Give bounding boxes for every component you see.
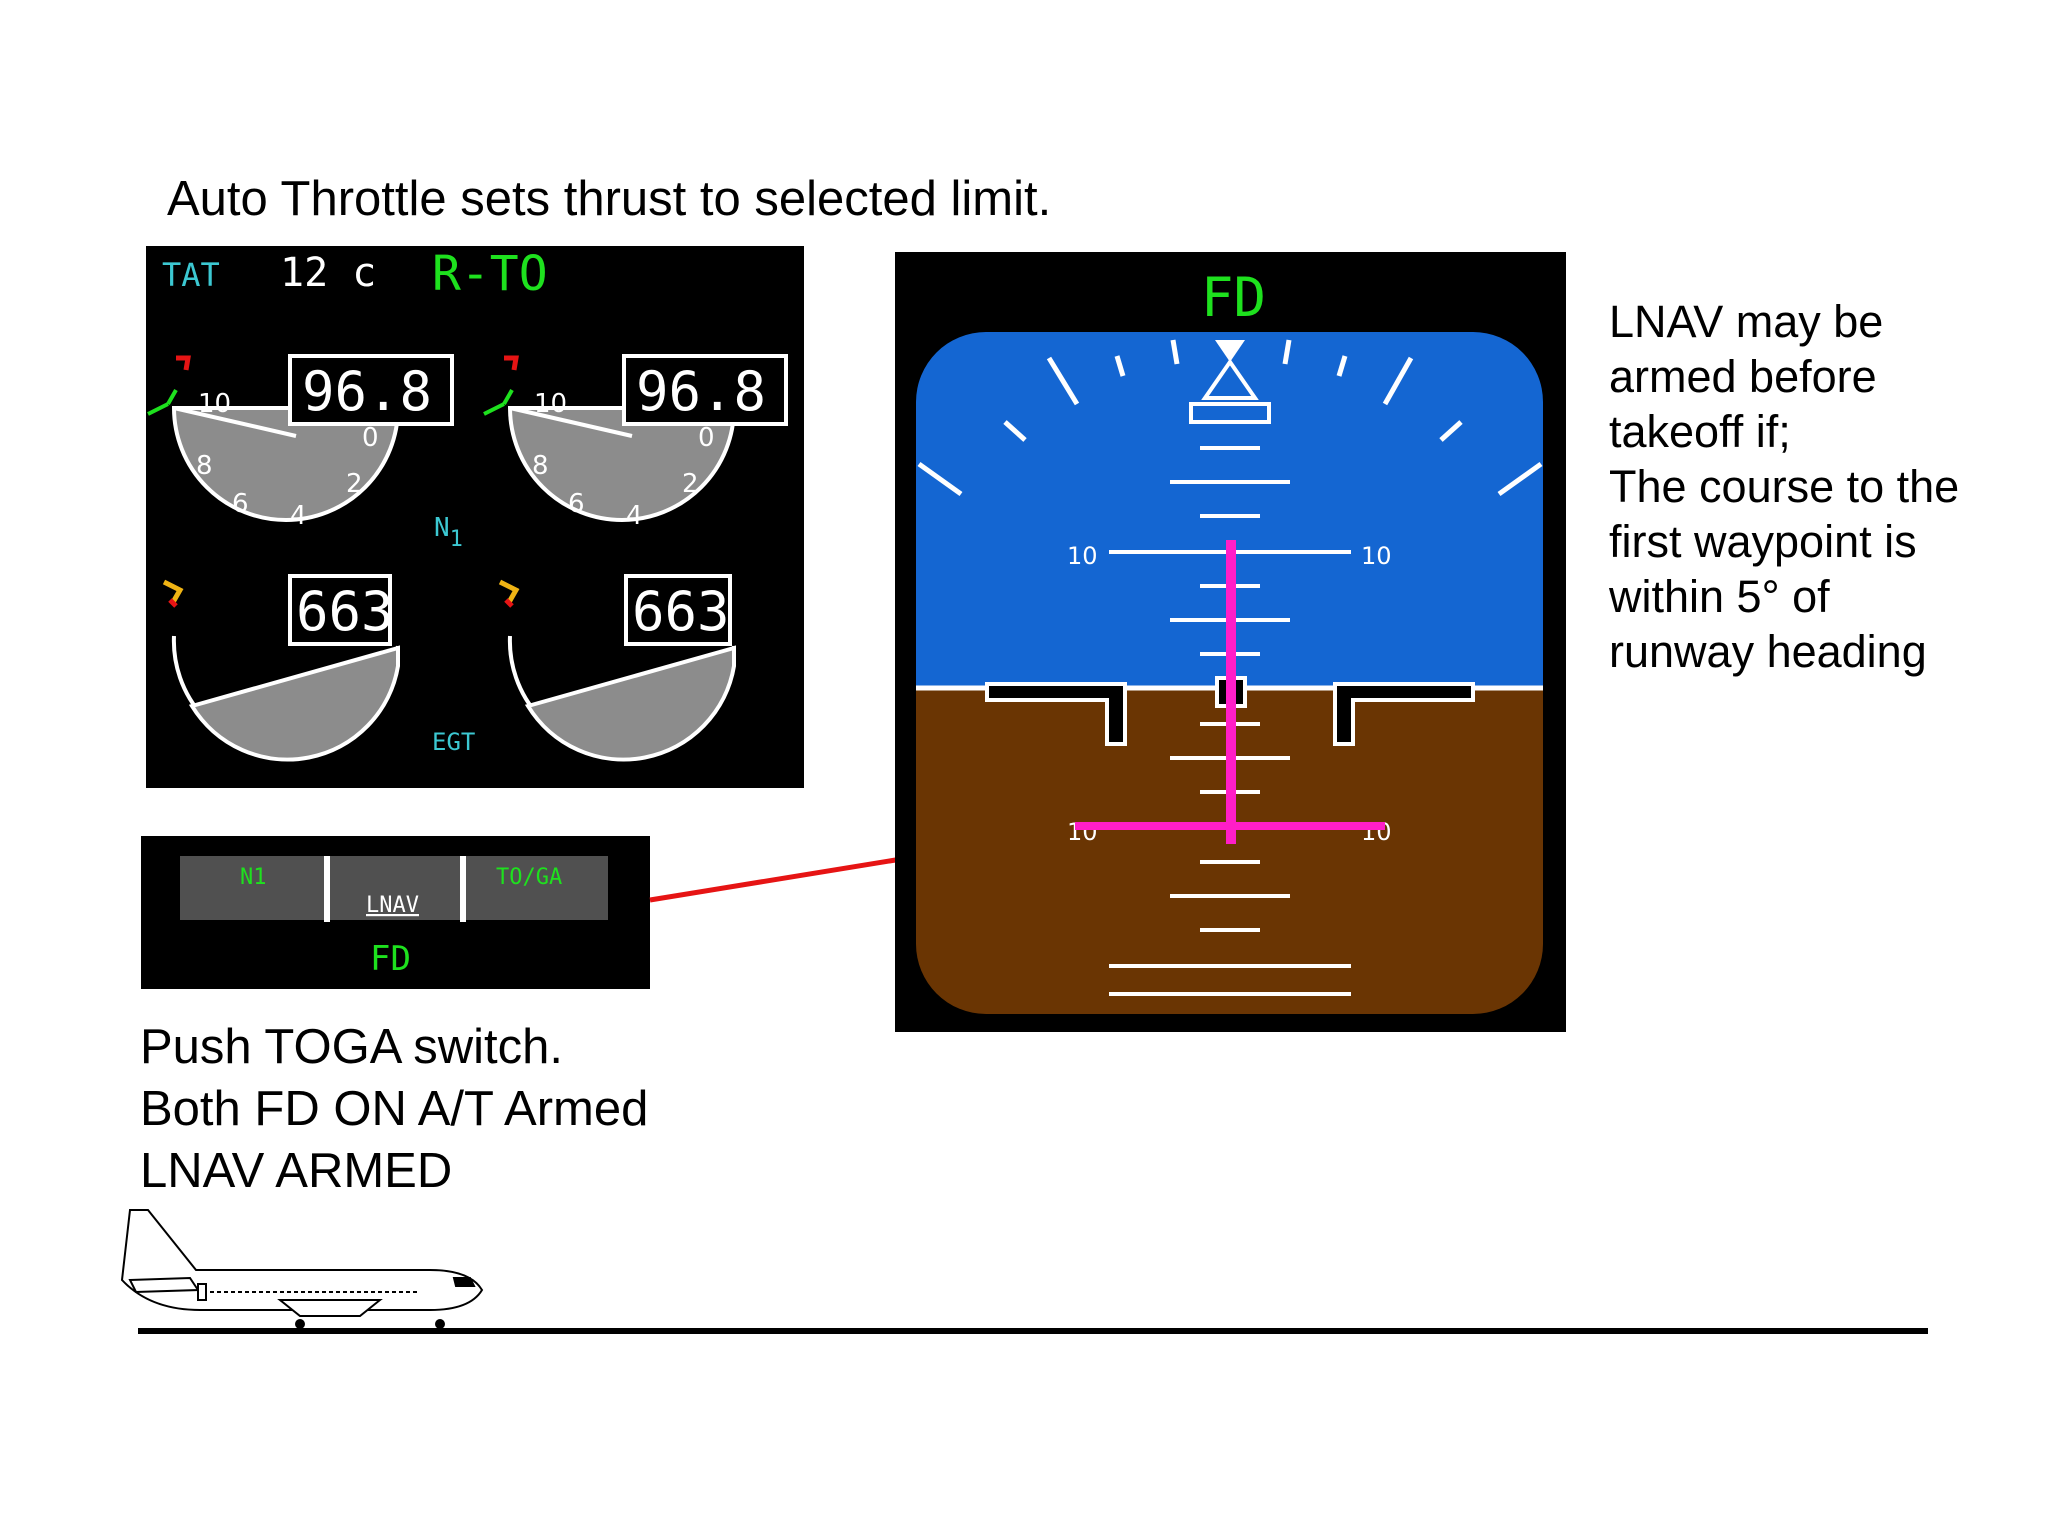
engine-2-n1-readout: 96.8: [636, 360, 766, 423]
egt-label: EGT: [432, 728, 475, 756]
lnav-conditions-note: LNAV may be armed before takeoff if; The…: [1609, 294, 1959, 679]
eicas-engine-display: TAT 12 c R-TO 10 8 6 4 2 0 96.8 10: [146, 246, 804, 788]
svg-text:4: 4: [626, 501, 643, 531]
procedure-step-line: Push TOGA switch.: [140, 1020, 564, 1074]
engine-2-egt-gauge: 663: [498, 574, 736, 762]
svg-text:6: 6: [232, 489, 249, 519]
svg-text:8: 8: [196, 451, 213, 481]
engine-1-n1-gauge: 10 8 6 4 2 0 96.8: [147, 354, 454, 531]
svg-text:0: 0: [698, 423, 715, 453]
engine-2-egt-readout: 663: [632, 580, 730, 643]
flight-mode-annunciator: N1 LNAV TO/GA FD: [138, 836, 650, 989]
n1-label: N1: [434, 513, 463, 552]
svg-text:4: 4: [290, 501, 307, 531]
fma-toga-mode: TO/GA: [496, 865, 562, 890]
engine-1-egt-gauge: 663: [162, 574, 400, 762]
airplane-icon: [120, 1209, 484, 1329]
lnav-note-line: The course to the: [1609, 461, 1960, 512]
roll-scale: [917, 339, 1543, 497]
pitch-label-up-left: 10: [1067, 542, 1098, 570]
slide-heading: Auto Throttle sets thrust to selected li…: [167, 172, 1052, 226]
svg-text:10: 10: [198, 389, 231, 419]
svg-text:2: 2: [682, 469, 699, 499]
svg-text:2: 2: [346, 469, 363, 499]
svg-text:8: 8: [532, 451, 549, 481]
svg-text:0: 0: [362, 423, 379, 453]
engine-2-n1-gauge: 10 8 6 4 2 0 96.8: [483, 354, 788, 531]
procedure-step-line: Both FD ON A/T Armed: [140, 1082, 649, 1136]
fma-n1-mode: N1: [240, 865, 267, 890]
lnav-note-line: within 5° of: [1609, 571, 1830, 622]
tat-value: 12 c: [280, 250, 376, 296]
svg-text:10: 10: [534, 389, 567, 419]
svg-text:6: 6: [568, 489, 585, 519]
lnav-note-line: runway heading: [1609, 626, 1927, 677]
fma-lnav-mode: LNAV: [366, 893, 419, 918]
thrust-mode-label: R-TO: [432, 246, 548, 302]
lnav-note-line: LNAV may be: [1609, 296, 1884, 347]
fma-fd-status: FD: [370, 939, 411, 979]
airplane-on-runway: [120, 1209, 1928, 1334]
lnav-note-line: armed before: [1609, 351, 1877, 402]
lnav-note-line: first waypoint is: [1609, 516, 1917, 567]
procedure-step-line: LNAV ARMED: [140, 1144, 453, 1198]
procedure-steps: Push TOGA switch. Both FD ON A/T Armed L…: [140, 1016, 648, 1202]
adi-fd-annunciation: FD: [1201, 266, 1266, 329]
flight-director-bars: [1075, 540, 1385, 844]
pitch-label-up-right: 10: [1361, 542, 1392, 570]
engine-1-egt-readout: 663: [296, 580, 394, 643]
engine-1-n1-readout: 96.8: [302, 360, 432, 423]
lnav-note-line: takeoff if;: [1609, 406, 1791, 457]
aircraft-symbol: [985, 676, 1475, 746]
attitude-director-indicator: 10 10 10 10 FD: [895, 252, 1566, 1032]
runway-line: [138, 1328, 1928, 1334]
tat-label: TAT: [162, 256, 220, 294]
roll-pointer: [1189, 340, 1271, 424]
